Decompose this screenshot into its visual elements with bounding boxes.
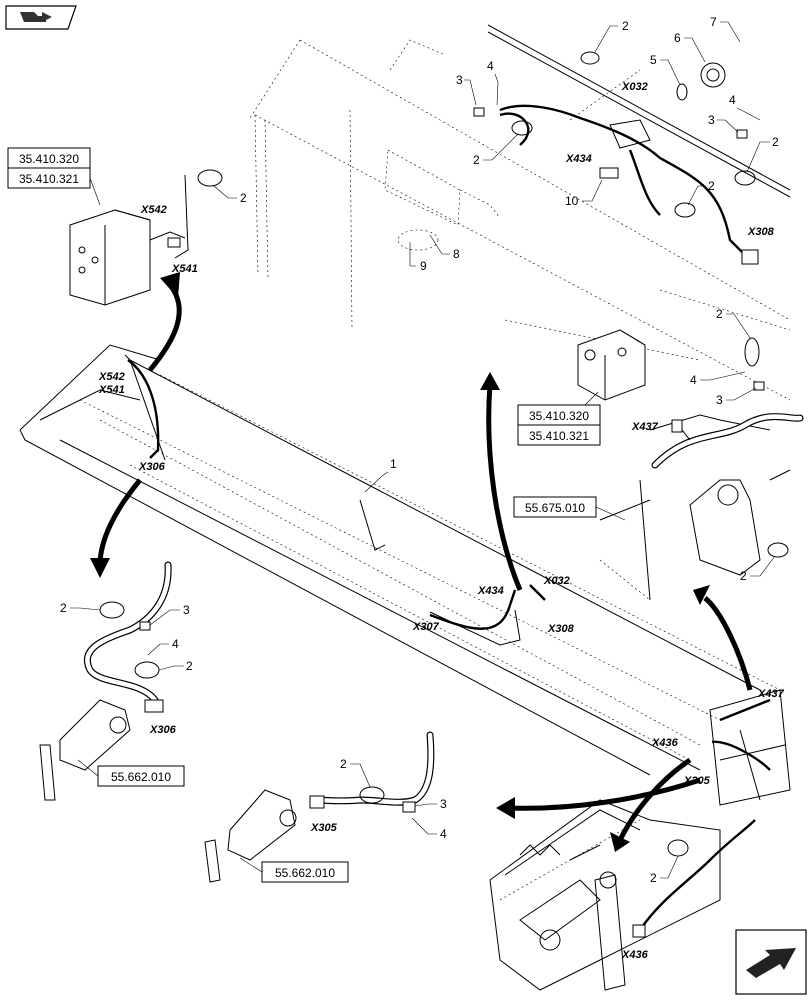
callout-number: 2 <box>716 307 723 321</box>
connector-label: X434 <box>565 153 592 165</box>
ref-box-valve-left[interactable]: 35.410.320 35.410.321 <box>7 147 101 206</box>
ref-box-valve-right[interactable]: 35.410.320 35.410.321 <box>517 391 601 446</box>
connector-label: X542 <box>140 204 167 216</box>
connector-label: X306 <box>138 461 166 473</box>
connector-label: X308 <box>747 226 775 238</box>
valve-block-right <box>577 329 765 401</box>
top-harness <box>473 24 791 265</box>
connector-label: X436 <box>651 737 679 749</box>
ref-label: 35.410.321 <box>529 429 589 443</box>
callout-number: 2 <box>650 871 657 885</box>
connector-label: X308 <box>547 623 575 635</box>
callout-number: 3 <box>456 73 463 87</box>
arrow-up-to-valve-left <box>148 272 182 372</box>
connector-label: X306 <box>149 724 177 736</box>
callout-number: 4 <box>172 637 179 651</box>
callout-number: 4 <box>487 59 494 73</box>
arrow-up-to-valve-right <box>480 372 523 591</box>
callout-number: 8 <box>453 247 460 261</box>
callout-number: 2 <box>60 601 67 615</box>
right-frame <box>599 413 804 601</box>
connector-label: X032 <box>621 81 648 93</box>
callout-number: 4 <box>729 93 736 107</box>
callout-number: 3 <box>183 603 190 617</box>
connector-label: X032 <box>543 575 570 587</box>
callout-number: 10 <box>565 194 579 208</box>
continue-arrow-icon[interactable] <box>735 929 807 995</box>
callout-number: 2 <box>473 153 480 167</box>
ref-box-55662010-b[interactable]: 55.662.010 <box>239 857 349 883</box>
connector-label: X305 <box>683 775 711 787</box>
ref-box-55675010[interactable]: 55.675.010 <box>513 496 626 521</box>
callout-number: 2 <box>622 19 629 33</box>
callout-number: 4 <box>690 373 697 387</box>
connector-label: X437 <box>757 688 785 700</box>
callout-number: 2 <box>186 659 193 673</box>
ref-label: 55.662.010 <box>111 770 171 784</box>
ref-label: 35.410.321 <box>19 172 79 186</box>
arrow-up-to-x437 <box>693 585 753 691</box>
ref-label: 55.662.010 <box>275 866 335 880</box>
ref-label: 35.410.320 <box>529 409 589 423</box>
callout-number: 2 <box>340 757 347 771</box>
arrow-down-to-x436 <box>610 757 692 852</box>
callout-number: 1 <box>390 457 397 471</box>
connector-label: X542 <box>98 371 125 383</box>
header-frame <box>249 39 791 401</box>
connector-label: X307 <box>412 621 440 633</box>
callout-number: 5 <box>650 53 657 67</box>
detail-x305 <box>204 731 435 883</box>
callout-number: 3 <box>708 113 715 127</box>
callout-number: 7 <box>710 15 717 29</box>
callout-number: 2 <box>708 179 715 193</box>
connector-label: X305 <box>310 822 338 834</box>
connector-label: X434 <box>477 585 504 597</box>
callouts: 2 7 6 5 3 4 4 3 2 2 2 10 8 9 2 2 4 3 <box>60 15 779 885</box>
callout-number: 9 <box>420 259 427 273</box>
callout-number: 2 <box>772 135 779 149</box>
arrow-left-to-x305 <box>496 777 701 819</box>
connector-label: X541 <box>98 384 125 396</box>
detail-x436 <box>489 799 756 991</box>
callout-number: 6 <box>674 31 681 45</box>
connector-label: X436 <box>621 949 649 961</box>
callout-number: 2 <box>740 569 747 583</box>
callout-number: 2 <box>240 191 247 205</box>
arrow-down-to-x306 <box>90 478 142 578</box>
book-with-arrow-icon[interactable] <box>5 5 77 30</box>
callout-number: 3 <box>716 393 723 407</box>
connector-label: X437 <box>631 421 659 433</box>
ref-label: 35.410.320 <box>19 152 79 166</box>
callout-number: 4 <box>440 827 447 841</box>
ref-label: 55.675.010 <box>525 501 585 515</box>
ref-box-55662010-a[interactable]: 55.662.010 <box>77 759 185 787</box>
connector-label: X541 <box>171 263 198 275</box>
main-header-body <box>19 344 791 806</box>
valve-block-left <box>69 169 223 306</box>
callout-number: 3 <box>440 797 447 811</box>
